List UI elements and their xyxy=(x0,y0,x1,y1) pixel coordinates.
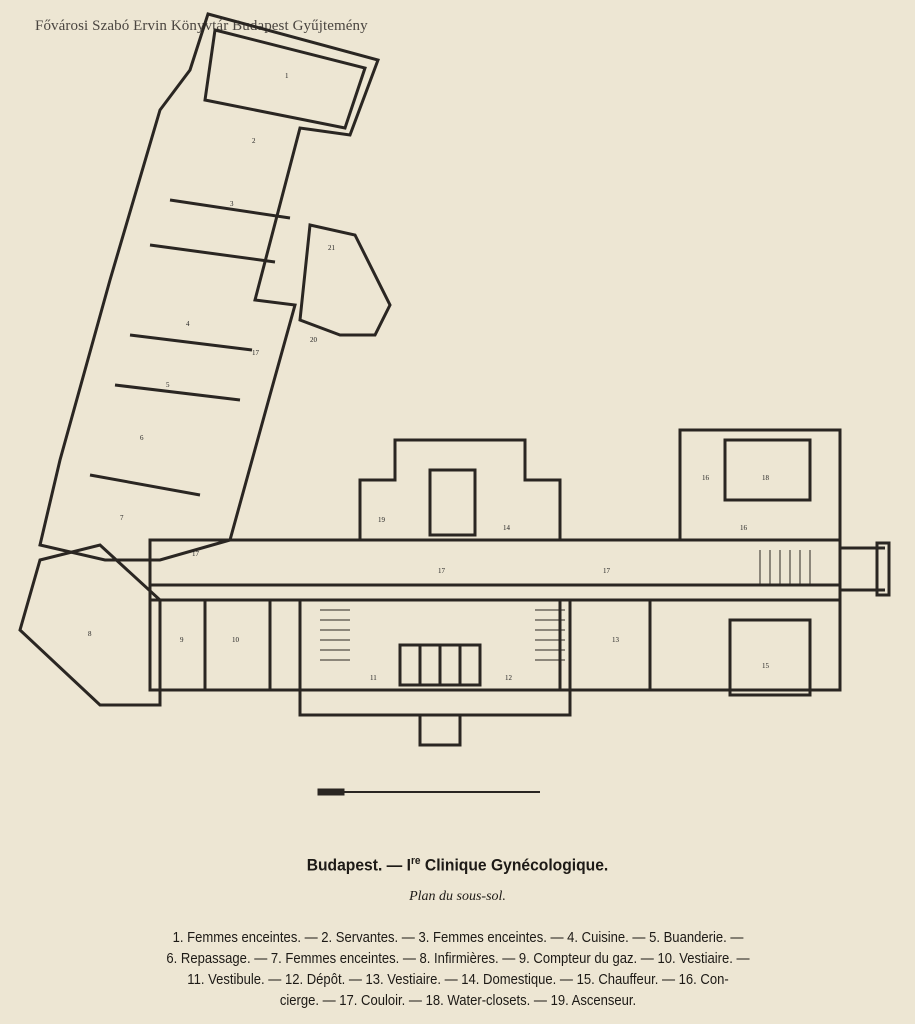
room-number: 3 xyxy=(230,200,234,208)
scale-bar xyxy=(317,788,540,796)
east-block xyxy=(678,428,842,542)
room-number: 7 xyxy=(120,514,124,522)
room-number: 17 xyxy=(252,349,260,357)
room-number: 4 xyxy=(186,320,190,328)
room-number: 5 xyxy=(166,381,170,389)
entrance-steps xyxy=(418,713,462,747)
room-number: 12 xyxy=(505,674,513,682)
title-text: Clinique Gynécologique. xyxy=(420,855,609,875)
room-number: 20 xyxy=(310,336,318,344)
library-watermark: Fővárosi Szabó Ervin Könyvtár Budapest G… xyxy=(35,18,368,34)
room-number: 17 xyxy=(603,567,611,575)
title-superscript: re xyxy=(410,855,421,867)
room-number: 17 xyxy=(192,550,200,558)
plan-title: Budapest. — Ire Clinique Gynécologique. xyxy=(37,855,879,876)
room-number: 14 xyxy=(503,524,511,532)
room-number: 18 xyxy=(762,474,770,482)
center-court xyxy=(298,598,572,717)
north-wing-outline xyxy=(38,12,380,562)
floor-plan: 1 2 3 4 5 6 7 8 9 10 11 12 13 14 15 16 1… xyxy=(18,12,891,796)
room-1 xyxy=(203,28,367,130)
room-number: 13 xyxy=(612,636,620,644)
legend-line: 1. Femmes enceintes. — 2. Servantes. — 3… xyxy=(172,930,744,946)
room-number-labels: 1 2 3 4 5 6 7 8 9 10 11 12 13 14 15 16 1… xyxy=(88,72,770,682)
stair-tower xyxy=(298,223,392,337)
room-number: 8 xyxy=(88,630,92,638)
room-number: 16 xyxy=(740,524,748,532)
room-number: 17 xyxy=(438,567,446,575)
room-number: 15 xyxy=(762,662,770,670)
room-number: 2 xyxy=(252,137,256,145)
room-number: 21 xyxy=(328,244,336,252)
room-legend: 1. Femmes enceintes. — 2. Servantes. — 3… xyxy=(98,928,818,1012)
legend-line: 11. Vestibule. — 12. Dépôt. — 13. Vestia… xyxy=(187,972,729,988)
center-projection xyxy=(358,438,562,542)
room-number: 1 xyxy=(285,72,289,80)
plan-subtitle: Plan du sous-sol. xyxy=(409,889,506,904)
legend-line: 6. Repassage. — 7. Femmes enceintes. — 8… xyxy=(166,951,750,967)
legend-line: cierge. — 17. Couloir. — 18. Water-close… xyxy=(279,993,637,1009)
room-number: 19 xyxy=(378,516,386,524)
room-number: 9 xyxy=(180,636,184,644)
title-text: Budapest. — I xyxy=(306,855,411,875)
room-8 xyxy=(18,543,162,707)
room-number: 6 xyxy=(140,434,144,442)
room-number: 11 xyxy=(370,674,377,682)
room-number: 16 xyxy=(702,474,710,482)
main-block xyxy=(148,538,842,692)
room-number: 10 xyxy=(232,636,240,644)
